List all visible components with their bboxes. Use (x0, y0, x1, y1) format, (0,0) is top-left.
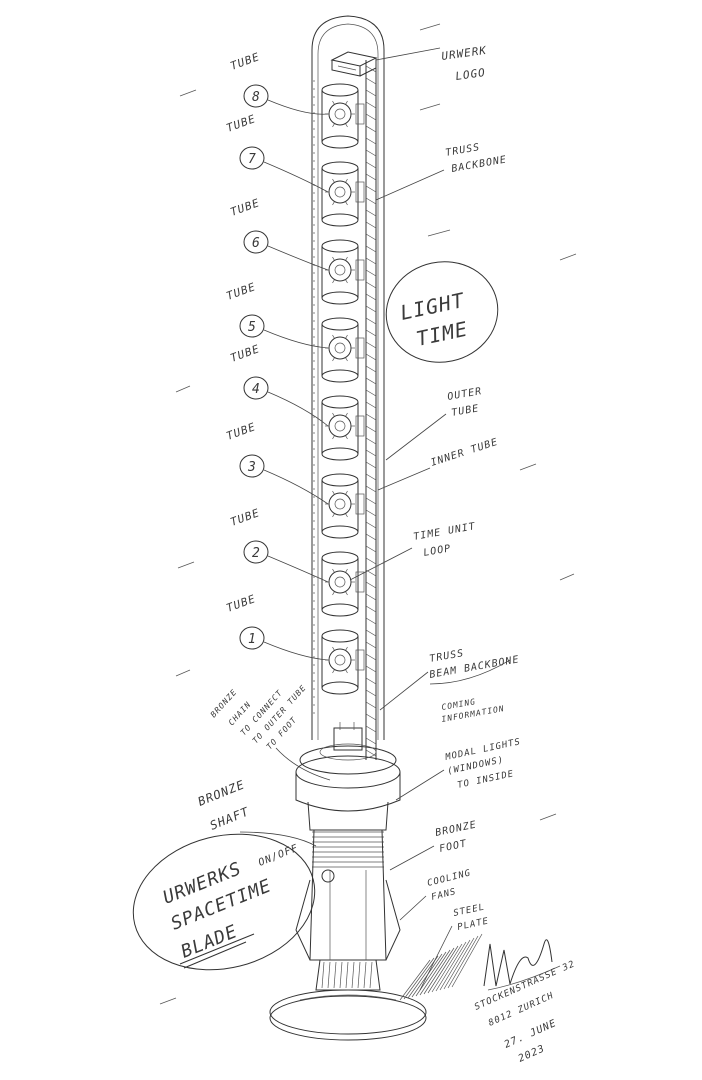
time-unit-module-7 (321, 161, 365, 227)
tube-number-circle (243, 376, 269, 400)
svg-text:URWERK: URWERK (441, 44, 488, 63)
svg-text:COOLING: COOLING (426, 868, 472, 889)
annotation-time-unit: TIME UNIT LOOP (349, 521, 477, 581)
tube-number: 4 (252, 382, 261, 397)
svg-text:2023: 2023 (517, 1043, 547, 1064)
light-time-stamp: LIGHT TIME (385, 261, 499, 363)
tube-label-6: TUBE 6 (229, 196, 329, 271)
tube-number: 2 (252, 546, 261, 561)
svg-text:STEEL: STEEL (453, 902, 486, 918)
truss-backbone (365, 60, 377, 760)
tube-number-circle (239, 314, 265, 338)
margin-strokes (159, 23, 577, 1005)
signature-date: 27. JUNE 2023 (503, 1018, 559, 1065)
annotation-truss-backbone: TRUSS BACKBONE (375, 142, 508, 201)
svg-text:TIME: TIME (414, 317, 470, 351)
time-unit-module-3 (321, 473, 365, 539)
svg-text:LOGO: LOGO (455, 66, 487, 83)
annotation-inner-tube: INNER TUBE (377, 437, 500, 491)
urwerks-title-stamp: URWERKS ON/OFF SPACETIME BLADE (132, 833, 316, 971)
tube-word: TUBE (225, 592, 258, 615)
tube-number: 1 (248, 632, 257, 647)
time-unit-module-6 (321, 239, 365, 305)
svg-text:27. JUNE: 27. JUNE (503, 1018, 559, 1051)
tube-leader (263, 161, 329, 193)
svg-text:OUTER: OUTER (447, 386, 483, 403)
signature (483, 939, 561, 991)
annotation-logo: URWERK LOGO (375, 44, 488, 83)
signature-address: STOCKENSTRASSE 32 8012 ZURICH (473, 959, 577, 1029)
svg-text:TIME UNIT: TIME UNIT (413, 521, 477, 543)
svg-text:LOOP: LOOP (423, 543, 453, 559)
tube-number: 8 (252, 90, 261, 105)
tube-number-circle (239, 626, 265, 650)
annotation-bronze-foot: BRONZE FOOT (389, 819, 478, 871)
svg-text:TUBE: TUBE (451, 403, 481, 419)
svg-text:INNER TUBE: INNER TUBE (430, 437, 500, 469)
tube-word: TUBE (229, 506, 262, 529)
tube-leader (263, 329, 329, 349)
tube-word: TUBE (229, 50, 262, 73)
base-assembly (269, 722, 427, 1041)
svg-text:BRONZE: BRONZE (434, 819, 477, 839)
svg-text:BRONZE: BRONZE (196, 777, 247, 808)
logo-block (330, 51, 378, 77)
svg-text:ON/OFF: ON/OFF (257, 843, 300, 869)
tube-number-circle (243, 84, 269, 108)
svg-text:TRUSS: TRUSS (445, 142, 481, 159)
time-unit-module-5 (321, 317, 365, 383)
tube-number-circle (239, 454, 265, 478)
tube-word: TUBE (229, 342, 262, 365)
tube-word: TUBE (225, 112, 258, 135)
tube-number-circle (243, 230, 269, 254)
tube-leader (267, 391, 329, 427)
tube-label-4: TUBE 4 (229, 342, 329, 427)
outer-tube (311, 15, 385, 740)
svg-text:BACKBONE: BACKBONE (451, 154, 508, 175)
tube-label-2: TUBE 2 (229, 506, 329, 583)
tube-leader (267, 555, 329, 583)
tube-label-8: TUBE 8 (229, 50, 329, 115)
tube-word: TUBE (225, 420, 258, 443)
tube-number-circle (239, 146, 265, 170)
svg-text:PLATE: PLATE (457, 916, 490, 932)
tube-leader (267, 245, 329, 271)
tube-leader (263, 641, 329, 661)
svg-text:SHAFT: SHAFT (208, 804, 251, 832)
shadow-hatching (399, 933, 483, 1001)
tube-number-circle (243, 540, 269, 564)
inner-tube-stack (321, 83, 365, 695)
svg-text:TRUSS: TRUSS (429, 648, 465, 665)
time-unit-module-8 (321, 83, 365, 149)
tube-leader (263, 469, 329, 505)
tube-leader (267, 99, 329, 115)
tube-number: 6 (252, 236, 261, 251)
annotation-steel-plate: STEEL PLATE (419, 902, 490, 991)
tube-word: TUBE (229, 196, 262, 219)
annotation-outer-tube: OUTER TUBE (385, 386, 483, 461)
tube-number: 3 (247, 460, 257, 475)
tube-number: 5 (248, 320, 257, 335)
tube-word: TUBE (225, 280, 258, 303)
svg-text:FANS: FANS (430, 887, 457, 903)
time-unit-module-4 (321, 395, 365, 461)
time-unit-module-2 (321, 551, 365, 617)
svg-text:FOOT: FOOT (438, 838, 468, 855)
time-unit-module-1 (321, 629, 365, 695)
annotation-truss-beam: TRUSS BEAM BACKBONE COMING INFORMATION (379, 648, 520, 724)
tube-number: 7 (248, 152, 257, 167)
annotation-modal-lights: MODAL LIGHTS (WINDOWS) TO INSIDE (395, 737, 522, 801)
